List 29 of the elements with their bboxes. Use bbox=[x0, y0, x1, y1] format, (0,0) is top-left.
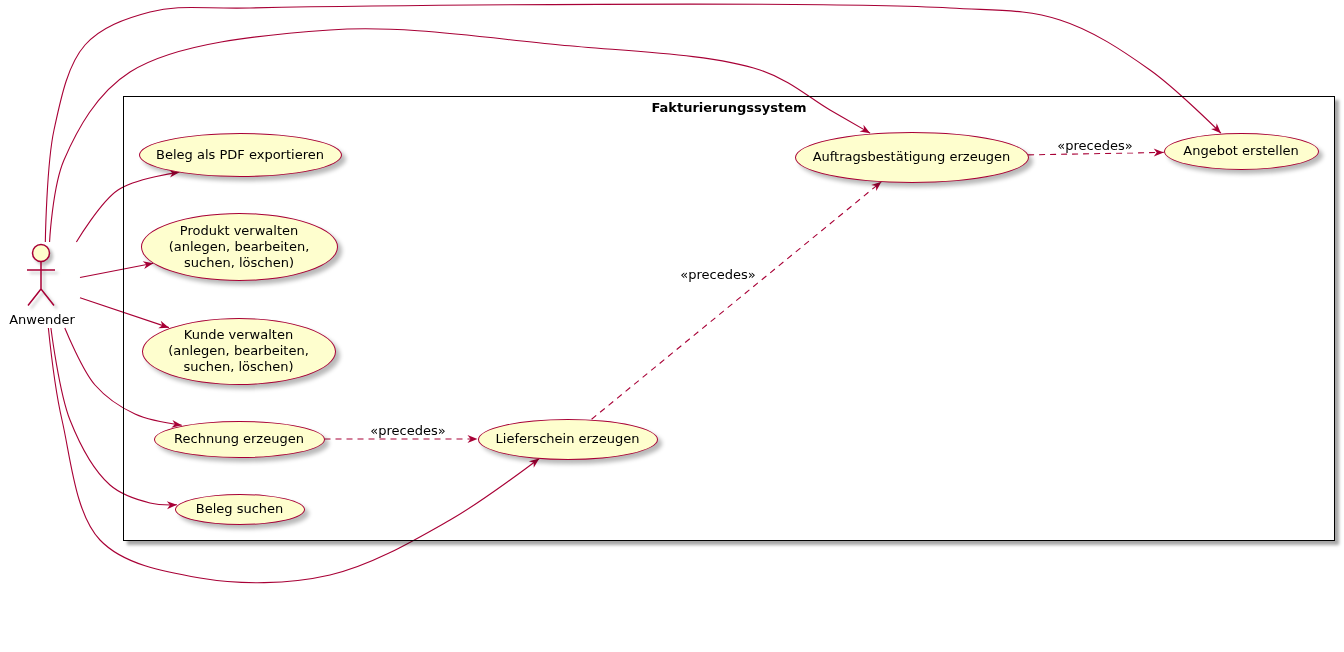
dashed-arrow bbox=[591, 181, 882, 420]
arrow bbox=[44, 3, 1222, 243]
arrow bbox=[79, 261, 154, 279]
edge-label: «precedes» bbox=[678, 266, 758, 282]
arrow bbox=[79, 297, 170, 329]
use-case-label: Angebot erstellen bbox=[1183, 143, 1299, 159]
use-case-label: Rechnung erzeugen bbox=[174, 431, 304, 447]
use-case-ellipse bbox=[477, 418, 658, 460]
use-case-ellipse bbox=[174, 493, 305, 525]
use-case-label: Beleg suchen bbox=[195, 501, 284, 517]
system-title: Fakturierungssystem bbox=[651, 100, 807, 115]
use-case-label: Kunde verwalten (anlegen, bearbeiten, suchen, löschen) bbox=[167, 327, 310, 375]
use-case-label: Produkt verwalten (anlegen, bearbeiten, suchen, löschen) bbox=[167, 222, 311, 271]
dashed-arrow bbox=[323, 435, 479, 443]
edge-label: «precedes» bbox=[1055, 137, 1135, 153]
system-boundary bbox=[123, 96, 1335, 541]
use-case-ellipse bbox=[153, 420, 325, 458]
dashed-arrow bbox=[1027, 148, 1165, 157]
arrow bbox=[75, 169, 180, 243]
use-case-ellipse bbox=[1163, 132, 1319, 170]
use-case-label: Auftragsbestätigung erzeugen bbox=[812, 149, 1011, 165]
actor-label: Anwender bbox=[9, 312, 75, 328]
arrow bbox=[50, 327, 178, 510]
arrow bbox=[47, 327, 540, 584]
arrow bbox=[64, 327, 183, 428]
use-case-label: Beleg als PDF exportieren bbox=[156, 146, 324, 163]
arrow bbox=[49, 28, 871, 243]
edge-label: «precedes» bbox=[368, 422, 448, 438]
use-case-label: Lieferschein erzeugen bbox=[495, 431, 640, 447]
